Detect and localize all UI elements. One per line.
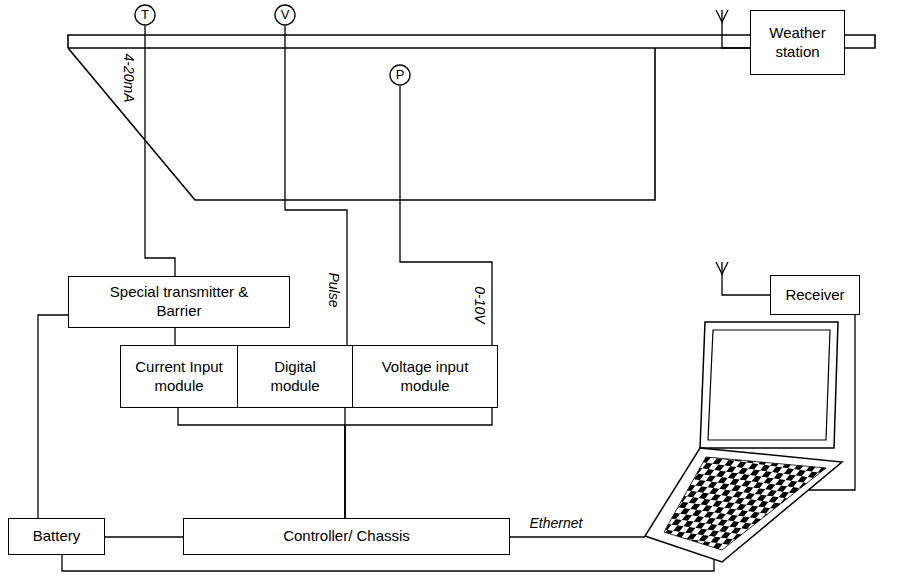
node-text: T	[141, 7, 149, 23]
controller-box: Controller/ Chassis	[183, 518, 510, 555]
connector	[345, 408, 492, 518]
signal-label: Pulse	[325, 271, 340, 308]
connector	[145, 26, 175, 276]
link-label: Ethernet	[529, 516, 584, 531]
node-text: Voltage input module	[375, 358, 475, 396]
node-text: Special transmitter & Barrier	[104, 283, 254, 321]
module-box: Digital module	[237, 345, 353, 408]
station-box: Weather station	[750, 10, 845, 75]
module-box: Current Input module	[120, 345, 238, 408]
signal-label: 0-10V	[471, 285, 486, 324]
node-text: Battery	[33, 527, 81, 546]
connector	[174, 328, 175, 345]
sensor-circle: V	[274, 4, 296, 26]
connector	[105, 536, 183, 537]
node-text: P	[396, 67, 405, 83]
node-text: Current Input module	[134, 358, 224, 396]
connector	[285, 26, 347, 345]
node-text: Digital module	[260, 358, 330, 396]
node-text: Controller/ Chassis	[283, 527, 410, 546]
laptop-figure	[645, 322, 842, 562]
node-text: Receiver	[785, 286, 844, 305]
battery-box: Battery	[8, 518, 105, 555]
wire	[62, 315, 855, 571]
transmitter-box: Special transmitter & Barrier	[68, 276, 290, 328]
sensor-circle: P	[389, 64, 411, 86]
connector	[38, 315, 68, 518]
sensor-circle: T	[134, 4, 156, 26]
node-text: V	[281, 7, 290, 23]
receiver-box: Receiver	[770, 275, 860, 315]
connector	[400, 86, 492, 345]
node-text: Weather station	[758, 24, 838, 62]
connector	[178, 408, 345, 518]
signal-label: 4-20mA	[120, 52, 135, 103]
module-box: Voltage input module	[352, 345, 498, 408]
